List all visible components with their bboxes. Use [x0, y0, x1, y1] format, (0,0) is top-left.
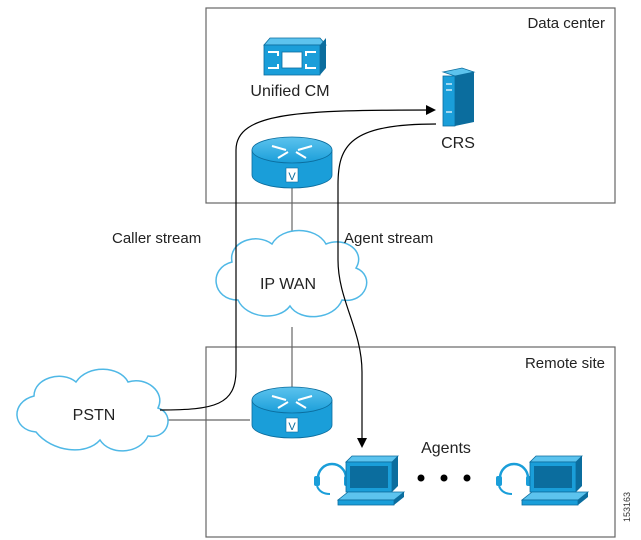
agent-stream-arrow: [337, 123, 437, 448]
remote-router-icon: V: [251, 386, 333, 439]
figure-id: 153163: [622, 492, 632, 522]
computer-icon: [336, 455, 406, 506]
svg-text:V: V: [288, 421, 296, 433]
headset-icon: [496, 462, 532, 495]
agents-label: Agents: [421, 440, 471, 457]
ip-wan-label: IP WAN: [260, 276, 316, 293]
ellipsis-dots: [417, 474, 471, 482]
crs-label: CRS: [441, 135, 475, 152]
pstn-label: PSTN: [73, 407, 116, 424]
svg-text:V: V: [288, 171, 296, 183]
unified-cm-icon: [263, 37, 327, 76]
router-icon: V: [251, 136, 333, 189]
unified-cm-label: Unified CM: [250, 83, 329, 100]
agent-stream-label: Agent stream: [344, 230, 433, 247]
caller-stream-label: Caller stream: [112, 230, 201, 247]
ip-wan-cloud-icon: [215, 229, 368, 318]
remote-site-label: Remote site: [525, 355, 605, 372]
computer-icon: [520, 455, 590, 506]
pstn-cloud-icon: [16, 368, 169, 452]
server-icon: [441, 67, 476, 127]
remote-site-zone: [205, 346, 616, 538]
data-center-label: Data center: [527, 15, 605, 32]
agent-workstation-1: [314, 455, 406, 506]
headset-icon: [314, 462, 350, 495]
data-center-zone: [205, 7, 616, 204]
agent-workstation-2: [496, 455, 590, 506]
caller-stream-arrow: [159, 105, 436, 411]
